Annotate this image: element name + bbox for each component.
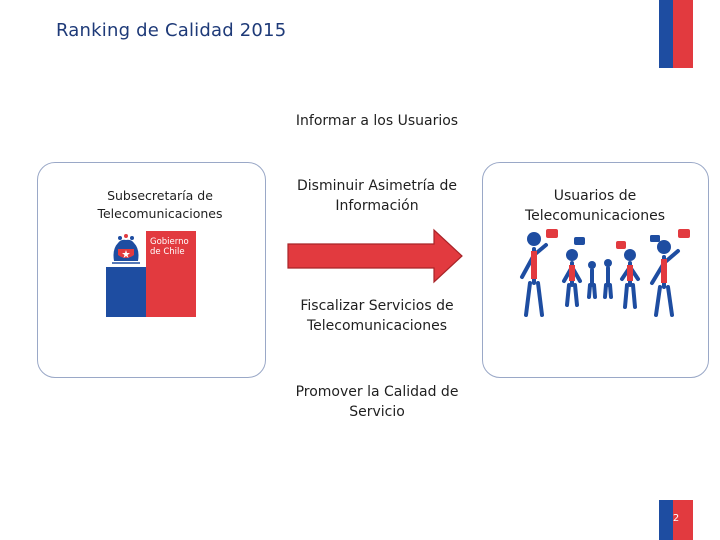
right-arrow-icon: [287, 228, 463, 284]
usuarios-label: Usuarios de Telecomunicaciones: [524, 188, 666, 224]
disminuir-text: Disminuir Asimetría de Información: [296, 178, 457, 214]
page-number-badge: 2: [659, 500, 693, 540]
page-title: Ranking de Calidad 2015: [56, 20, 287, 41]
usuarios-box: [482, 162, 709, 378]
logo-text-line1: Gobierno: [150, 237, 189, 247]
page-number: 2: [672, 513, 680, 524]
chile-government-logo: Gobierno de Chile: [106, 231, 196, 317]
fiscalizar-text: Fiscalizar Servicios de Telecomunicacion…: [300, 298, 454, 334]
informar-text: Informar a los Usuarios: [295, 113, 459, 129]
people-with-speech-bubbles-icon: [520, 229, 690, 317]
chile-flag-bar: [659, 0, 693, 68]
logo-text-line2: de Chile: [150, 247, 185, 257]
subtel-label: Subsecretaría de Telecomunicaciones: [97, 188, 223, 221]
promover-text: Promover la Calidad de Servicio: [295, 384, 459, 420]
